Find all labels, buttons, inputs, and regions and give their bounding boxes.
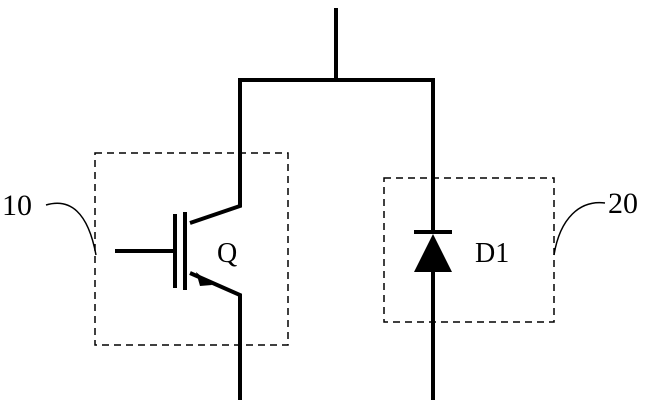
igbt-collector-wire (189, 130, 242, 225)
igbt-emitter-wire (189, 271, 242, 400)
leader-line-20 (553, 201, 606, 256)
ref-label-10: 10 (2, 189, 32, 222)
module-box-20 (383, 177, 555, 323)
component-label-d1: D1 (475, 238, 509, 269)
component-label-q: Q (217, 238, 237, 269)
ref-label-20: 20 (608, 187, 638, 220)
top-branch-wire (238, 78, 435, 148)
igbt-emitter-arrow (196, 272, 212, 286)
leader-line-10 (45, 202, 97, 256)
diode-triangle (414, 234, 452, 272)
